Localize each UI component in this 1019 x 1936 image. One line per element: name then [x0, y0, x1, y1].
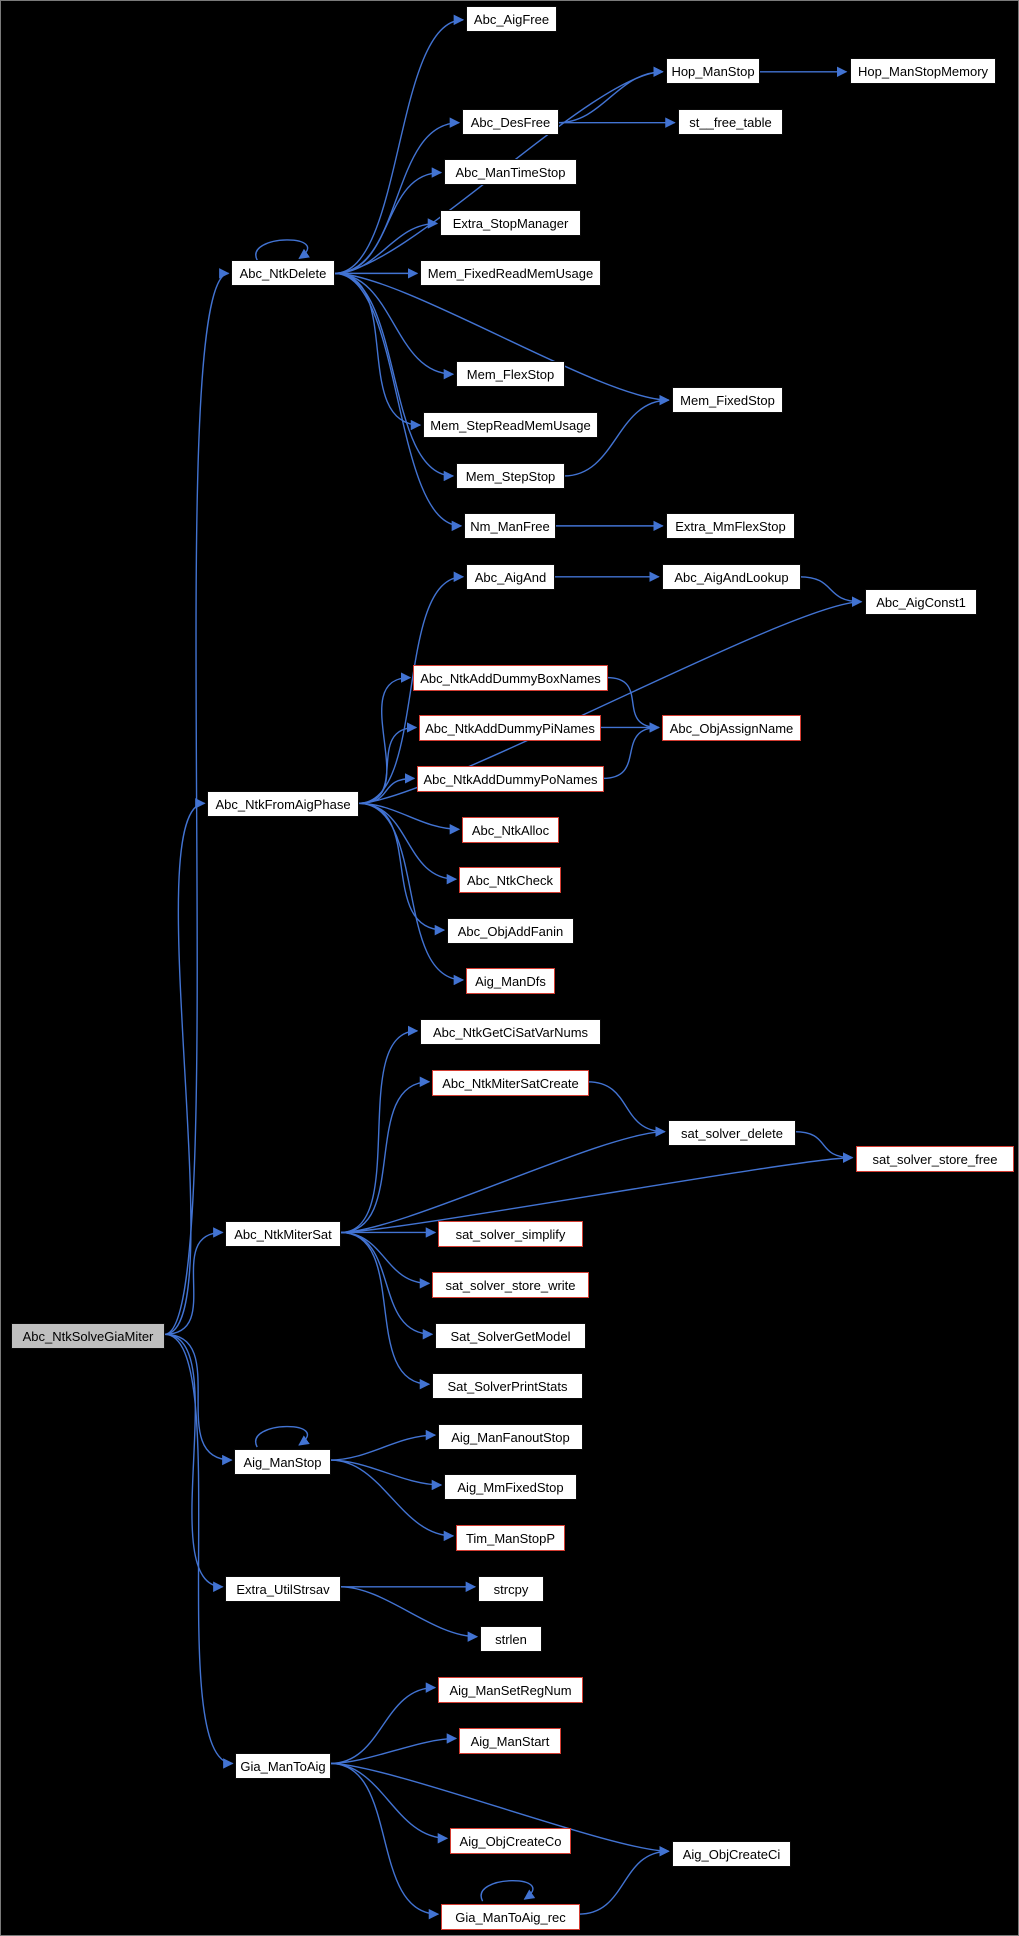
call-edge-Abc_NtkFromAigPhase--Aig_ManDfs [358, 802, 465, 986]
graph-node-Mem_StepReadMemUsage[interactable]: Mem_StepReadMemUsage [423, 412, 598, 438]
graph-node-Abc_ObjAddFanin[interactable]: Abc_ObjAddFanin [447, 918, 574, 944]
graph-node-Hop_ManStopMemory[interactable]: Hop_ManStopMemory [850, 58, 996, 84]
call-edge-Abc_NtkMiterSat--sat_solver_delete [340, 1126, 666, 1234]
call-edge-Abc_NtkDelete--Abc_AigFree [334, 14, 465, 275]
call-edge-Abc_NtkAddDummyPoNames--Abc_ObjAssignName [602, 722, 660, 780]
graph-node-Abc_NtkGetCiSatVarNums[interactable]: Abc_NtkGetCiSatVarNums [420, 1019, 601, 1045]
call-edge-Abc_NtkSolveGiaMiter--Gia_ManToAig [164, 1333, 234, 1769]
graph-node-Abc_NtkSolveGiaMiter[interactable]: Abc_NtkSolveGiaMiter [11, 1323, 165, 1349]
call-edge-Gia_ManToAig--Gia_ManToAig_rec [330, 1762, 440, 1920]
call-edge-Abc_NtkSolveGiaMiter--Aig_ManStop [164, 1333, 233, 1466]
graph-node-Aig_MmFixedStop[interactable]: Aig_MmFixedStop [444, 1474, 577, 1500]
graph-node-Abc_NtkMiterSatCreate[interactable]: Abc_NtkMiterSatCreate [432, 1070, 589, 1096]
call-edge-Abc_NtkMiterSat--Abc_NtkMiterSatCreate [340, 1076, 431, 1234]
call-edge-Abc_AigAndLookup--Abc_AigConst1 [799, 576, 863, 607]
call-edge-Abc_NtkSolveGiaMiter--Abc_NtkMiterSat [164, 1227, 224, 1335]
graph-node-Abc_NtkMiterSat[interactable]: Abc_NtkMiterSat [225, 1221, 341, 1247]
call-edge-Abc_NtkDelete--Abc_ManTimeStop [334, 167, 443, 275]
graph-node-Aig_ManStart[interactable]: Aig_ManStart [459, 1728, 561, 1754]
call-edge-Aig_ManStop--Aig_ManStop [255, 1425, 310, 1448]
graph-node-strcpy[interactable]: strcpy [478, 1576, 544, 1602]
graph-node-Abc_DesFree[interactable]: Abc_DesFree [462, 109, 559, 135]
graph-node-Abc_NtkAddDummyPiNames[interactable]: Abc_NtkAddDummyPiNames [419, 715, 601, 741]
graph-node-Aig_ManSetRegNum[interactable]: Aig_ManSetRegNum [438, 1677, 583, 1703]
call-edge-Abc_NtkSolveGiaMiter--Abc_NtkFromAigPhase [164, 798, 206, 1335]
call-edge-Abc_NtkDelete--Mem_StepReadMemUsage [334, 272, 422, 431]
graph-node-Aig_ManDfs[interactable]: Aig_ManDfs [466, 968, 555, 994]
graph-node-Abc_NtkAddDummyPoNames[interactable]: Abc_NtkAddDummyPoNames [417, 766, 604, 792]
call-edge-Abc_NtkFromAigPhase--Abc_NtkCheck [358, 802, 458, 885]
call-edge-Abc_NtkMiterSat--sat_solver_store_free [340, 1152, 854, 1234]
call-edge-Mem_StepStop--Mem_FixedStop [563, 394, 670, 477]
graph-node-Mem_FixedReadMemUsage[interactable]: Mem_FixedReadMemUsage [420, 260, 601, 286]
call-edge-Abc_NtkFromAigPhase--Abc_NtkAddDummyPiNames [358, 722, 418, 805]
graph-node-Abc_NtkAlloc[interactable]: Abc_NtkAlloc [462, 817, 559, 843]
graph-node-strlen[interactable]: strlen [480, 1626, 542, 1652]
graph-node-Abc_NtkFromAigPhase[interactable]: Abc_NtkFromAigPhase [207, 791, 359, 817]
graph-node-Hop_ManStop[interactable]: Hop_ManStop [666, 58, 760, 84]
graph-node-Abc_AigConst1[interactable]: Abc_AigConst1 [865, 589, 977, 615]
call-edge-Abc_NtkDelete--Abc_DesFree [334, 117, 461, 275]
call-edge-Abc_NtkSolveGiaMiter--Extra_UtilStrsav [164, 1333, 224, 1592]
graph-node-Abc_NtkDelete[interactable]: Abc_NtkDelete [231, 260, 335, 286]
graph-node-Extra_UtilStrsav[interactable]: Extra_UtilStrsav [225, 1576, 341, 1602]
call-edge-Abc_NtkFromAigPhase--Abc_NtkAddDummyPoNames [358, 773, 416, 805]
graph-node-Mem_FixedStop[interactable]: Mem_FixedStop [672, 387, 783, 413]
call-edge-Gia_ManToAig--Aig_ObjCreateCi [330, 1762, 670, 1857]
graph-node-Extra_MmFlexStop[interactable]: Extra_MmFlexStop [666, 513, 795, 539]
call-edge-Abc_NtkFromAigPhase--Abc_ObjAddFanin [358, 802, 446, 936]
call-edge-Abc_NtkDelete--Abc_NtkDelete [255, 239, 310, 261]
call-edge-Gia_ManToAig_rec--Gia_ManToAig_rec [480, 1880, 536, 1902]
call-edge-Gia_ManToAig--Aig_ManStart [330, 1733, 458, 1765]
graph-node-Sat_SolverPrintStats[interactable]: Sat_SolverPrintStats [432, 1373, 583, 1399]
call-edge-Abc_DesFree--Hop_ManStop [557, 66, 664, 124]
call-edge-Abc_NtkDelete--Extra_StopManager [334, 218, 439, 275]
call-edge-Abc_NtkMiterSat--sat_solver_store_write [340, 1231, 431, 1289]
graph-node-Mem_StepStop[interactable]: Mem_StepStop [456, 463, 565, 489]
graph-node-Abc_NtkCheck[interactable]: Abc_NtkCheck [459, 867, 561, 893]
graph-node-Abc_ObjAssignName[interactable]: Abc_ObjAssignName [662, 715, 801, 741]
graph-node-Abc_ManTimeStop[interactable]: Abc_ManTimeStop [444, 159, 577, 185]
graph-node-Abc_AigFree[interactable]: Abc_AigFree [466, 6, 557, 32]
graph-node-Abc_AigAndLookup[interactable]: Abc_AigAndLookup [662, 564, 801, 590]
call-edge-Aig_ManStop--Aig_ManFanoutStop [330, 1429, 437, 1461]
graph-node-Abc_NtkAddDummyBoxNames[interactable]: Abc_NtkAddDummyBoxNames [413, 665, 608, 691]
graph-node-Abc_AigAnd[interactable]: Abc_AigAnd [466, 564, 555, 590]
call-edge-Gia_ManToAig_rec--Aig_ObjCreateCi [578, 1846, 670, 1915]
graph-node-Aig_ManFanoutStop[interactable]: Aig_ManFanoutStop [438, 1424, 583, 1450]
call-edge-Abc_NtkFromAigPhase--Abc_AigConst1 [358, 596, 863, 805]
graph-node-Aig_ObjCreateCo[interactable]: Aig_ObjCreateCo [450, 1828, 571, 1854]
call-edge-Extra_UtilStrsav--strlen [340, 1586, 479, 1642]
call-edge-Abc_NtkMiterSat--Abc_NtkGetCiSatVarNums [340, 1025, 419, 1234]
call-edge-Abc_NtkDelete--Mem_FixedStop [334, 272, 670, 406]
graph-node-Aig_ObjCreateCi[interactable]: Aig_ObjCreateCi [672, 1841, 791, 1867]
graph-node-Aig_ManStop[interactable]: Aig_ManStop [234, 1449, 331, 1475]
call-edge-Gia_ManToAig--Aig_ManSetRegNum [330, 1682, 437, 1765]
graph-node-Sat_SolverGetModel[interactable]: Sat_SolverGetModel [435, 1323, 586, 1349]
call-edge-Abc_NtkDelete--Mem_StepStop [334, 272, 455, 482]
graph-node-Mem_FlexStop[interactable]: Mem_FlexStop [456, 361, 565, 387]
graph-node-Extra_StopManager[interactable]: Extra_StopManager [440, 210, 581, 236]
graph-node-sat_solver_store_write[interactable]: sat_solver_store_write [432, 1272, 589, 1298]
graph-node-sat_solver_store_free[interactable]: sat_solver_store_free [856, 1146, 1014, 1172]
call-edge-Abc_NtkDelete--Mem_FlexStop [334, 272, 455, 380]
call-edge-sat_solver_delete--sat_solver_store_free [794, 1130, 854, 1163]
call-edge-Abc_NtkAddDummyBoxNames--Abc_ObjAssignName [606, 676, 660, 733]
call-edge-Aig_ManStop--Aig_MmFixedStop [330, 1459, 443, 1491]
call-edge-Abc_NtkFromAigPhase--Abc_AigAnd [358, 571, 465, 805]
graph-node-sat_solver_simplify[interactable]: sat_solver_simplify [438, 1221, 583, 1247]
graph-node-st__free_table[interactable]: st__free_table [678, 109, 783, 135]
graph-node-Tim_ManStopP[interactable]: Tim_ManStopP [456, 1525, 565, 1551]
call-edge-Abc_NtkMiterSatCreate--sat_solver_delete [587, 1081, 666, 1137]
graph-node-Nm_ManFree[interactable]: Nm_ManFree [464, 513, 556, 539]
graph-node-sat_solver_delete[interactable]: sat_solver_delete [668, 1120, 796, 1146]
call-edge-Abc_NtkMiterSat--Sat_SolverPrintStats [340, 1231, 431, 1390]
call-edge-Aig_ManStop--Tim_ManStopP [330, 1459, 455, 1542]
graph-node-Gia_ManToAig[interactable]: Gia_ManToAig [235, 1753, 331, 1779]
graph-node-Gia_ManToAig_rec[interactable]: Gia_ManToAig_rec [441, 1904, 580, 1930]
call-edge-Abc_NtkDelete--Nm_ManFree [334, 272, 463, 532]
